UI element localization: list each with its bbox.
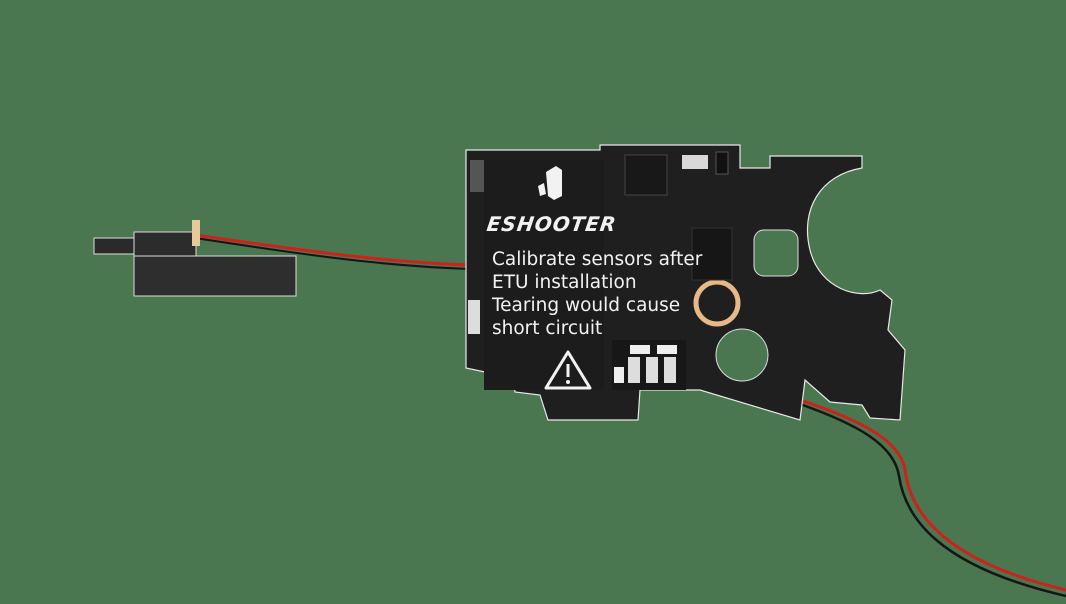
label-line: ETU installation: [492, 272, 637, 293]
pcb-warning-label: Calibrate sensors after ETU installation…: [492, 248, 702, 340]
label-line: Calibrate sensors after: [492, 249, 703, 270]
microswitch: [93, 220, 297, 297]
pcb-board: [465, 144, 906, 421]
eshooter-logo-icon: [538, 166, 562, 200]
warning-triangle-icon: [544, 350, 592, 390]
label-line: Tearing would cause: [492, 295, 681, 316]
label-line: short circuit: [492, 318, 603, 339]
brand-name: ESHOOTER: [485, 212, 619, 236]
